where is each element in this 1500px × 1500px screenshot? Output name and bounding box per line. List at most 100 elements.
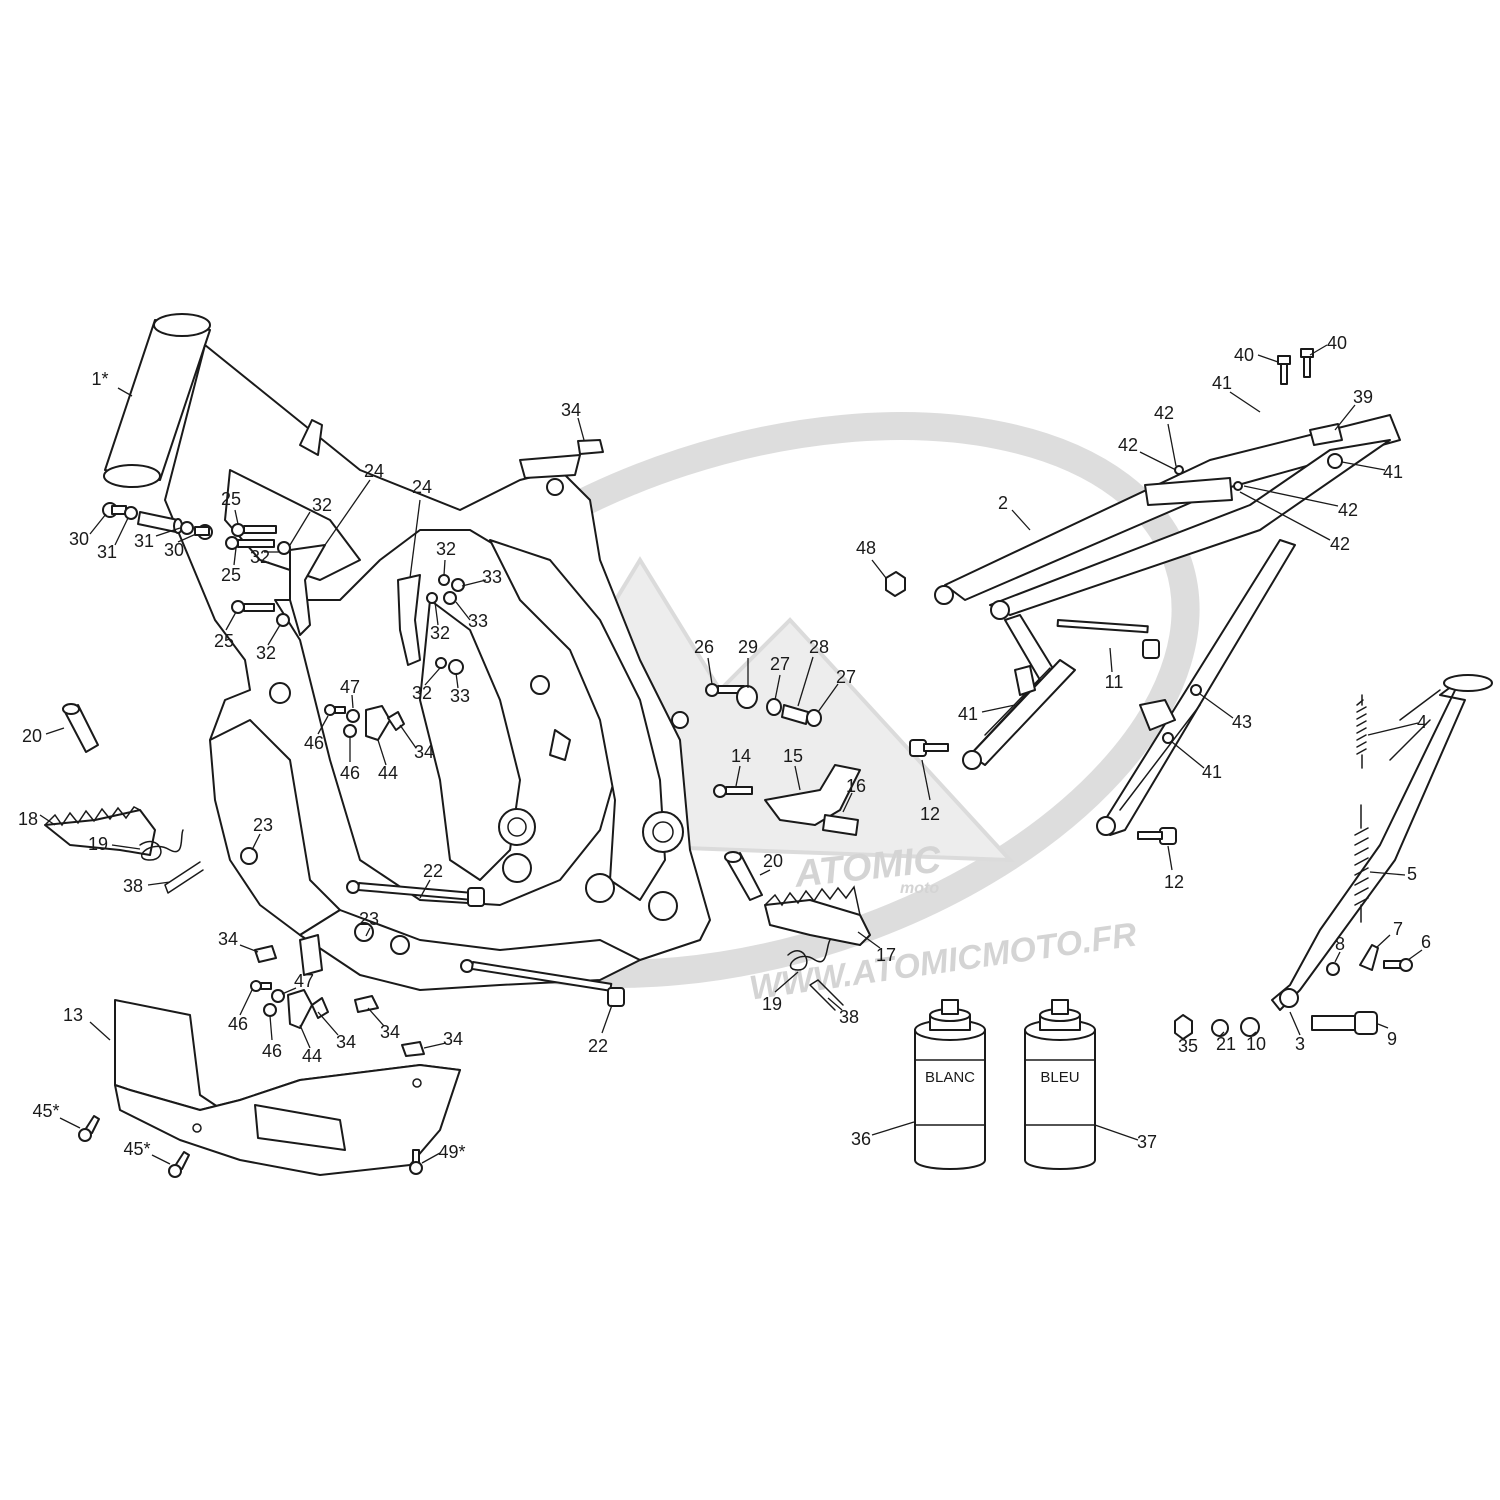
callout-label-c22b: 22 — [588, 1036, 608, 1056]
spring-4 — [1356, 699, 1367, 755]
callout-label-c16: 16 — [846, 776, 866, 796]
rear-subframe — [885, 348, 1401, 845]
callout-label-c43: 43 — [1232, 712, 1252, 732]
callout-label-c34c: 34 — [218, 929, 238, 949]
callout-leader-c24a — [324, 479, 371, 546]
callout-label-c12a: 12 — [920, 804, 940, 824]
callout-label-c19b: 19 — [762, 994, 782, 1014]
callout-leader-c34a — [577, 417, 585, 441]
frame-inner-window — [224, 469, 361, 581]
callout-label-c33c: 33 — [450, 686, 470, 706]
callout-label-c40a: 40 — [1234, 345, 1254, 365]
callout-label-c46b: 46 — [340, 763, 360, 783]
clip-right — [809, 979, 844, 1011]
callout-label-c30b: 30 — [164, 540, 184, 560]
callout-leader-c37 — [1094, 1124, 1139, 1141]
footpeg-pin — [822, 814, 859, 836]
callout-label-c47b: 47 — [294, 971, 314, 991]
callout-label-c34b: 34 — [414, 742, 434, 762]
callout-label-c20b: 20 — [763, 851, 783, 871]
callout-label-c32a: 32 — [312, 495, 332, 515]
callout-label-c39: 39 — [1353, 387, 1373, 407]
callout-label-c20a: 20 — [22, 726, 42, 746]
side-stand — [1174, 674, 1493, 1040]
callout-label-c23a: 23 — [253, 815, 273, 835]
callout-label-c41d: 41 — [1202, 762, 1222, 782]
callout-label-c37: 37 — [1137, 1132, 1157, 1152]
callout-label-c15: 15 — [783, 746, 803, 766]
footpeg-right — [764, 899, 871, 946]
callout-label-c46c: 46 — [228, 1014, 248, 1034]
callout-label-c42c: 42 — [1338, 500, 1358, 520]
callout-leader-c48 — [871, 559, 887, 579]
callout-leader-c7 — [1375, 934, 1391, 949]
callout-leader-c31a — [114, 517, 129, 546]
watermark-logo-sub: moto — [900, 880, 939, 897]
callout-label-c25a: 25 — [221, 489, 241, 509]
callout-label-c32e: 32 — [256, 643, 276, 663]
callout-label-c25b: 25 — [221, 565, 241, 585]
callout-label-c34d: 34 — [336, 1032, 356, 1052]
clip-34-c — [401, 1041, 425, 1057]
clip-34-b — [354, 995, 379, 1013]
callout-leader-c34f — [423, 1042, 447, 1049]
callout-label-c42a: 42 — [1154, 403, 1174, 423]
callout-label-c7: 7 — [1393, 919, 1403, 939]
callout-label-c45b: 45* — [123, 1139, 150, 1159]
callout-label-c32b: 32 — [250, 547, 270, 567]
callout-leader-c25c — [225, 611, 237, 631]
footpeg-spring-right — [787, 939, 831, 971]
steering-head-top — [153, 313, 211, 337]
bolt-25-lower — [231, 600, 275, 614]
callout-label-c23b: 23 — [359, 909, 379, 929]
callout-label-c42b: 42 — [1118, 435, 1138, 455]
callout-leader-c22a — [419, 879, 431, 899]
footpeg-bracket — [764, 764, 861, 826]
clip-34-top — [577, 439, 604, 455]
callout-leader-c42d — [1239, 491, 1331, 541]
callout-leader-c46d — [269, 1015, 273, 1041]
footpeg-spring-left — [139, 829, 184, 861]
callout-leader-c23b — [365, 927, 371, 937]
callout-leader-c46a — [317, 715, 329, 735]
callout-label-c31a: 31 — [97, 542, 117, 562]
callout-label-c28: 28 — [809, 637, 829, 657]
callout-leader-c34c — [239, 944, 259, 953]
callout-label-c42d: 42 — [1330, 534, 1350, 554]
callout-label-c47a: 47 — [340, 677, 360, 697]
callout-leader-c17 — [857, 931, 881, 949]
callout-label-c8: 8 — [1335, 934, 1345, 954]
rubber-bush — [736, 685, 758, 709]
bolt-25-mid — [225, 536, 275, 550]
callout-leader-c32c — [443, 559, 446, 576]
callout-label-c25c: 25 — [214, 631, 234, 651]
callout-leader-c47a — [351, 694, 354, 709]
callout-label-c6: 6 — [1421, 932, 1431, 952]
callout-label-c33b: 33 — [468, 611, 488, 631]
callout-label-c4: 4 — [1417, 712, 1427, 732]
callout-leader-c34b — [399, 724, 417, 749]
callout-leader-c13 — [89, 1021, 111, 1041]
clip-left — [164, 861, 204, 894]
callout-leader-c40a — [1257, 354, 1279, 363]
callout-leader-c30b — [177, 533, 197, 543]
callout-leader-c32d — [434, 601, 439, 626]
spray-can-blue-label: BLEU — [1040, 1069, 1079, 1086]
callout-label-c3: 3 — [1295, 1034, 1305, 1054]
callout-leader-c11 — [1109, 647, 1113, 673]
callout-label-c17: 17 — [876, 945, 896, 965]
callout-leader-c8 — [1334, 951, 1341, 963]
callout-leader-c6 — [1407, 949, 1423, 961]
spray-can-white-label: BLANC — [925, 1069, 975, 1086]
clip-34-d — [299, 934, 323, 976]
callout-leader-c41b — [1341, 461, 1386, 471]
callout-leader-c10 — [1250, 1031, 1257, 1037]
callout-leader-c12b — [1167, 845, 1173, 871]
callout-label-c21: 21 — [1216, 1034, 1236, 1054]
callout-leader-c27b — [817, 683, 839, 713]
long-bolt-lower — [460, 959, 625, 1007]
callout-leader-c32a — [289, 511, 311, 546]
callout-label-c12b: 12 — [1164, 872, 1184, 892]
callout-label-c18: 18 — [18, 809, 38, 829]
